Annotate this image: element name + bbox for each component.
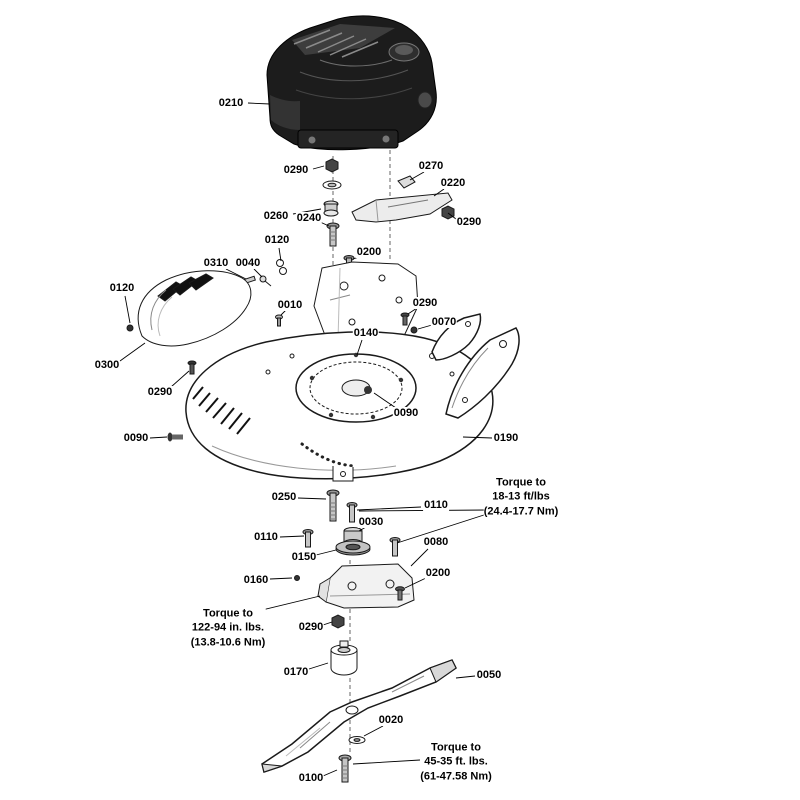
part-callout-0190: 0190 (492, 432, 520, 444)
pin-0160 (294, 575, 300, 581)
bolt-0090-left (167, 432, 183, 442)
hub-bolt-0090 (364, 386, 372, 394)
washer-0120-a (276, 259, 284, 267)
blade-illustration (261, 659, 457, 773)
clip-0270 (397, 175, 416, 189)
part-callout-0050: 0050 (475, 669, 503, 681)
part-callout-0070: 0070 (430, 316, 458, 328)
pin-0070 (410, 326, 418, 334)
blade-bolt-hardware (338, 736, 366, 783)
bolt-0290-mid (400, 312, 410, 326)
part-callout-0260: 0260 (262, 210, 290, 222)
bolt-0040 (259, 275, 267, 283)
bolt-torque-right (389, 537, 401, 557)
part-callout-0290: 0290 (146, 386, 174, 398)
bolt-0240 (326, 222, 340, 247)
part-callout-0200: 0200 (424, 567, 452, 579)
part-callout-0120: 0120 (108, 282, 136, 294)
bolt-0110-a (346, 502, 358, 523)
part-callout-0290: 0290 (455, 216, 483, 228)
part-callout-0290: 0290 (282, 164, 310, 176)
part-callout-0120: 0120 (263, 234, 291, 246)
part-callout-0210: 0210 (217, 97, 245, 109)
part-callout-0040: 0040 (234, 257, 262, 269)
clip-0120-b (126, 324, 134, 332)
part-callout-0170: 0170 (282, 666, 310, 678)
part-callout-0270: 0270 (417, 160, 445, 172)
part-callout-0220: 0220 (439, 177, 467, 189)
part-callout-0240: 0240 (295, 212, 323, 224)
side-discharge-cover-illustration (137, 270, 252, 347)
part-callout-0090: 0090 (392, 407, 420, 419)
part-callout-0010: 0010 (276, 299, 304, 311)
spacer-0260 (323, 200, 339, 217)
part-callout-0290: 0290 (297, 621, 325, 633)
deck-illustration (167, 331, 494, 482)
bolt-0200-lower (395, 586, 405, 601)
part-callout-0110: 0110 (253, 531, 279, 543)
nut-0290-lower (331, 614, 345, 629)
bolt-0110-b (302, 529, 314, 548)
part-callout-0150: 0150 (290, 551, 318, 563)
part-callout-0090: 0090 (122, 432, 150, 444)
nut-0290-top (325, 158, 339, 173)
engine-illustration (266, 15, 437, 151)
upper-fasteners (322, 158, 455, 271)
screw-0010 (275, 314, 283, 327)
part-callout-0200: 0200 (355, 246, 383, 258)
part-callout-0020: 0020 (377, 714, 405, 726)
deck-edge-serrations (192, 386, 251, 435)
deck-chain-dots (300, 442, 356, 468)
handle-bracket-illustration (431, 313, 520, 419)
part-callout-0080: 0080 (422, 536, 450, 548)
part-callout-0030: 0030 (357, 516, 385, 528)
bolt-0100 (338, 754, 352, 783)
bolt-0250 (326, 489, 340, 522)
part-callout-0250: 0250 (270, 491, 298, 503)
part-callout-0160: 0160 (242, 574, 270, 586)
part-callout-0110: 0110 (423, 499, 449, 511)
pulley-0030 (335, 527, 371, 556)
deck-hinge-tab (332, 466, 354, 482)
lower-fasteners (294, 489, 415, 676)
blade-adapter-0170 (330, 640, 358, 676)
bolt-0290-left (187, 360, 197, 375)
deck-front-contour (211, 445, 397, 471)
part-callout-0140: 0140 (352, 327, 380, 339)
part-callout-0290: 0290 (411, 297, 439, 309)
part-callout-0300: 0300 (93, 359, 121, 371)
bracket-0080 (317, 563, 415, 609)
part-callout-0100: 0100 (297, 772, 325, 784)
part-callout-0310: 0310 (202, 257, 230, 269)
